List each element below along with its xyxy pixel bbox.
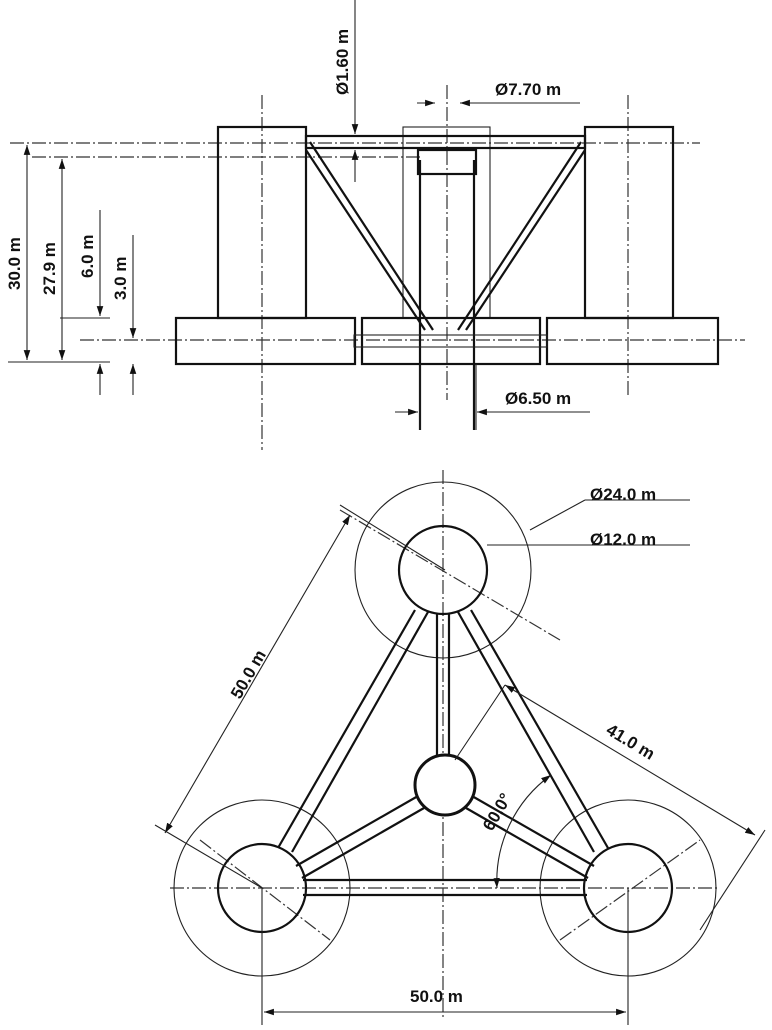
dim-column-height: 27.9 m bbox=[40, 242, 59, 295]
left-pontoon bbox=[174, 316, 357, 366]
right-pontoon bbox=[545, 316, 720, 366]
top-brace bbox=[304, 134, 587, 150]
plan-view: Ø24.0 m Ø12.0 m 50.0 m 41.0 m 60.0° 50.0… bbox=[154, 470, 766, 1025]
dim-outer-diameter: Ø24.0 m bbox=[590, 485, 656, 504]
dim-center-to-column: 41.0 m bbox=[603, 720, 658, 764]
right-column bbox=[583, 125, 675, 320]
dim-center-column-top-diameter: Ø7.70 m bbox=[495, 80, 561, 99]
center-column-plan bbox=[413, 753, 477, 817]
dim-center-column-diameter: Ø6.50 m bbox=[505, 389, 571, 408]
elevation-view: 30.0 m 27.9 m 6.0 m 3.0 m Ø1.60 m Ø7.70 … bbox=[5, 0, 745, 450]
elevation-dimensions bbox=[8, 0, 590, 430]
pontoon-brace bbox=[353, 334, 548, 348]
dim-base-length: 50.0 m bbox=[410, 987, 463, 1006]
dim-pontoon-height: 6.0 m bbox=[78, 235, 97, 278]
center-column-top-fitting bbox=[416, 148, 478, 176]
dim-half-pontoon: 3.0 m bbox=[111, 257, 130, 300]
diagonal-braces bbox=[305, 141, 586, 331]
plan-dimensions bbox=[154, 499, 766, 1025]
center-pontoon bbox=[360, 316, 542, 366]
dim-total-height: 30.0 m bbox=[5, 237, 24, 290]
dim-inner-diameter: Ø12.0 m bbox=[590, 530, 656, 549]
dim-side-length: 50.0 m bbox=[227, 647, 270, 702]
dim-brace-diameter: Ø1.60 m bbox=[333, 29, 352, 95]
dim-angle: 60.0° bbox=[479, 790, 515, 834]
elevation-centerlines bbox=[10, 85, 745, 450]
top-column-plan bbox=[354, 481, 532, 659]
